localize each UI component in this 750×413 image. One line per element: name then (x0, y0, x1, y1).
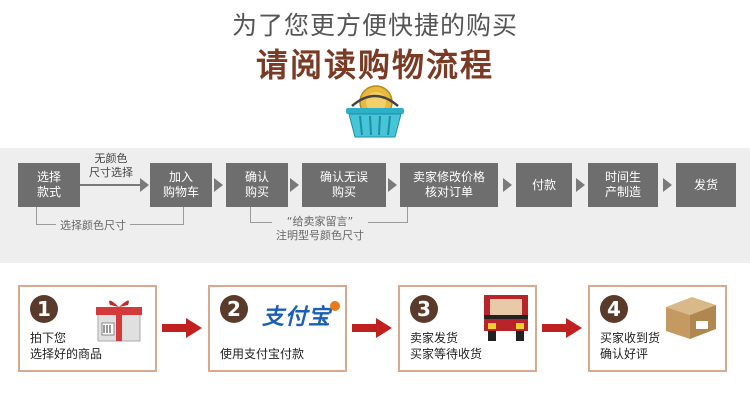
step-seller-modify-price: 卖家修改价格核对订单 (400, 163, 498, 207)
arrow-right-icon (388, 178, 397, 192)
arrow-right-icon (576, 178, 585, 192)
step-confirm-purchase: 确认购买 (226, 163, 288, 207)
card-receive: 4 买家收到货确认好评 (588, 285, 727, 372)
red-arrow-icon (352, 318, 392, 338)
arrow-right-icon (214, 178, 223, 192)
arrow-right-icon (290, 178, 299, 192)
alipay-logo-dot (330, 301, 340, 311)
shopping-basket-icon (346, 85, 404, 138)
card-label: 卖家发货买家等待收货 (410, 331, 483, 361)
arrow-right-icon (663, 178, 672, 192)
package-icon (666, 297, 716, 339)
step-payment: 付款 (516, 163, 572, 207)
step-verify-purchase: 确认无误购买 (302, 163, 386, 207)
red-arrow-icon (162, 318, 202, 338)
no-color-size-note: 无颜色尺寸选择 (89, 152, 133, 179)
arrow-right-icon (503, 178, 512, 192)
step-number: 1 (30, 295, 58, 323)
arrow-right-icon (140, 178, 149, 192)
page-title: 为了您更方便快捷的购买 (231, 11, 518, 40)
card-alipay: 2 支付宝 使用支付宝付款 (208, 285, 347, 372)
card-label: 买家收到货确认好评 (600, 331, 661, 361)
alipay-logo: 支付宝 (262, 305, 332, 330)
step-add-to-cart: 加入购物车 (150, 163, 212, 207)
card-label: 拍下您选择好的商品 (30, 331, 103, 361)
gift-box-icon (96, 300, 142, 342)
step-shipping: 发货 (676, 163, 736, 207)
card-shipping: 3 卖家发货买家等待收货 (398, 285, 537, 372)
step-production: 时间生产制造 (588, 163, 658, 207)
step-select-style: 选择款式 (18, 163, 80, 207)
leave-message-note: “给卖家留言”注明型号颜色尺寸 (272, 215, 368, 243)
step-number: 3 (410, 295, 438, 323)
select-color-size-note: 选择颜色尺寸 (56, 219, 130, 233)
step-number: 2 (220, 295, 248, 323)
arrow-line (80, 184, 140, 186)
truck-icon (484, 295, 528, 341)
step-number: 4 (600, 295, 628, 323)
card-label: 使用支付宝付款 (220, 347, 305, 361)
red-arrow-icon (542, 318, 582, 338)
card-place-order: 1 拍下您选择好的商品 (18, 285, 157, 372)
page-subtitle: 请阅读购物流程 (255, 46, 494, 84)
